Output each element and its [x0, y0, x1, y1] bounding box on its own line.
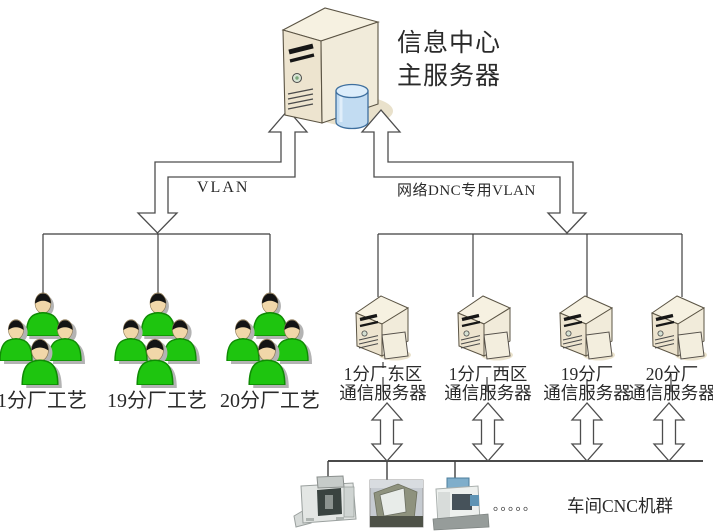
vlan-label: VLAN	[197, 179, 250, 196]
comm-server-label-2: 1分厂西区 通信服务器	[426, 365, 550, 403]
vlan-connector-left	[136, 109, 309, 234]
crowd-icon-workgroup-1	[0, 293, 85, 388]
cnc-machine-icon-3	[432, 477, 490, 531]
drive-slot	[288, 43, 314, 55]
drive-slot	[289, 53, 315, 63]
cnc-machine-icon-2	[369, 479, 424, 528]
cnc-cluster-label: 车间CNC机群	[567, 496, 673, 516]
double-arrow-2	[471, 402, 505, 462]
crowd-icon-workgroup-3	[227, 293, 312, 388]
database-cylinder-icon	[335, 83, 369, 130]
vlan-connector-right	[360, 109, 588, 234]
cnc-machine-icon-1	[293, 475, 357, 528]
server-tree-lines	[377, 233, 683, 392]
comm-server-label-1-line2: 通信服务器	[339, 383, 427, 403]
workgroup-label-2: 19分厂工艺	[107, 390, 207, 412]
server-bus-double-arrows	[370, 402, 686, 462]
double-arrow-3	[570, 402, 604, 462]
double-arrow-1	[370, 402, 404, 462]
comm-server-label-2-line1: 1分厂西区	[448, 364, 528, 384]
comm-server-label-4-line1: 20分厂	[645, 364, 699, 384]
dnc-vlan-label: 网络DNC专用VLAN	[397, 183, 536, 199]
comm-server-label-4-line2: 通信服务器	[628, 383, 713, 403]
main-server-icon	[281, 7, 380, 130]
comm-server-label-2-line2: 通信服务器	[444, 383, 532, 403]
comm-server-icon-1	[354, 294, 413, 363]
cnc-drop-lines	[327, 461, 456, 481]
comm-server-label-3: 19分厂 通信服务器	[525, 365, 649, 403]
comm-server-label-4: 20分厂 通信服务器	[610, 365, 713, 403]
comm-server-label-1-line1: 1分厂东区	[343, 364, 423, 384]
comm-server-label-3-line2: 通信服务器	[543, 383, 631, 403]
comm-server-icon-2	[456, 294, 515, 363]
workgroup-label-3: 20分厂工艺	[220, 390, 320, 412]
cnc-ellipsis-dots: 。。。。。	[493, 498, 538, 513]
comm-server-icon-3	[558, 294, 617, 363]
comm-server-icon-4	[650, 294, 709, 363]
comm-server-label-1: 1分厂东区 通信服务器	[321, 365, 445, 403]
power-led	[295, 76, 299, 80]
workgroup-label-1: 1分厂工艺	[0, 390, 87, 412]
main-server-title: 信息中心 主服务器	[397, 30, 502, 90]
comm-server-label-3-line1: 19分厂	[560, 364, 614, 384]
workgroup-tree-lines	[42, 233, 271, 293]
vent-grill	[287, 88, 314, 110]
crowd-icon-workgroup-2	[115, 293, 200, 388]
double-arrow-4	[652, 402, 686, 462]
